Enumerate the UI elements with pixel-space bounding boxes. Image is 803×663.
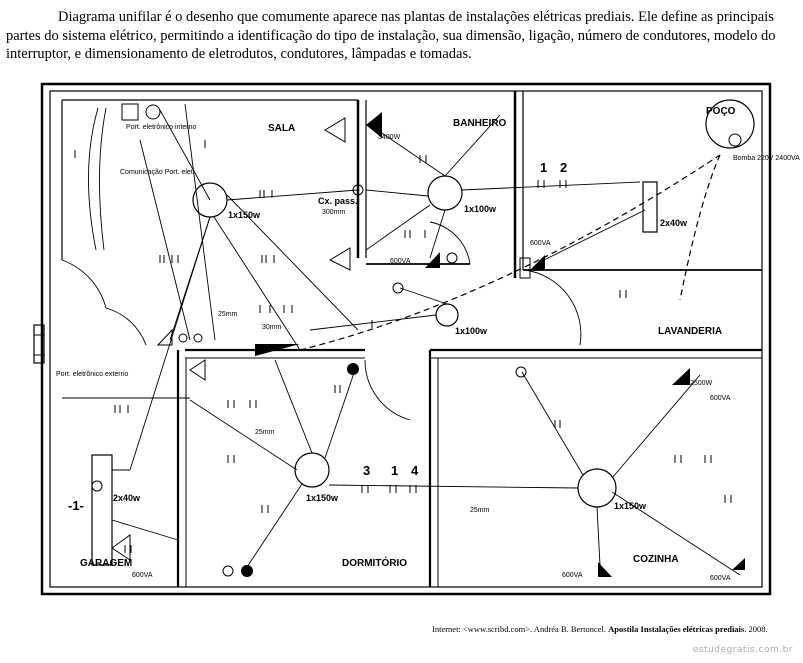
label-lamp-g: 2x40w [660, 218, 688, 228]
room-dormitorio: DORMITÓRIO [342, 556, 407, 569]
label-minus1-garagem: -1- [68, 498, 84, 513]
label-25mm-sala: 25mm [218, 311, 238, 318]
lamp-g [642, 181, 658, 233]
label-comunicacao: Comunicação Port. elet. [120, 169, 195, 176]
label-port-interno: Port. eletrônico interno [126, 124, 197, 131]
label-600va-cozinha: 600VA [562, 572, 583, 579]
label-lamp-b: 1x150w [228, 210, 261, 220]
room-poco: POÇO [706, 106, 736, 117]
intro-paragraph: Diagrama unifilar é o desenho que comume… [6, 9, 776, 62]
lamp-c [294, 452, 330, 488]
big-num-2: 2 [560, 160, 567, 175]
label-lamp-c: 1x150w [306, 493, 339, 503]
label-bomba: Bomba 220V 2400VA [733, 155, 800, 162]
label-lamp-f: 1x150w [614, 501, 647, 511]
big-num-4: 4 [411, 463, 419, 478]
lamp-d [427, 175, 463, 211]
label-lamp-d: 1x100w [464, 204, 497, 214]
label-30mm: 30mm [262, 324, 282, 331]
watermark: estudegratis.com.br [692, 645, 793, 655]
room-cozinha: COZINHA [633, 554, 679, 565]
credit-suffix: . 2008. [744, 624, 768, 634]
credit-prefix: Internet: <www.scribd.com>. Andréa B. Be… [432, 624, 607, 634]
big-num-1: 1 [540, 160, 547, 175]
label-3400w: 3400W [378, 134, 401, 141]
source-credit: Internet: <www.scribd.com>. Andréa B. Be… [432, 624, 768, 634]
label-lamp-a: 2x40w [113, 493, 141, 503]
label-2500w: 2500W [690, 380, 713, 387]
label-600va-cozinha-right: 600VA [710, 575, 731, 582]
label-cx-pass: Cx. pass. [318, 196, 358, 206]
room-sala: SALA [268, 123, 295, 134]
label-600va-poco: 600VA [530, 240, 551, 247]
label-25mm-dorm: 25mm [255, 429, 275, 436]
label-cx-pass-size: 300mm [322, 209, 346, 216]
big-num-3: 3 [363, 463, 370, 478]
label-port-externo: Port. eletrônico externo [56, 371, 128, 378]
label-600va-banheiro: 600VA [390, 258, 411, 265]
label-600va-lavanderia: 600VA [710, 395, 731, 402]
lamp-f [577, 468, 617, 508]
label-600va-garagem: 600VA [132, 572, 153, 579]
room-garagem: GARAGEM [80, 558, 132, 569]
room-banheiro: BANHEIRO [453, 118, 507, 129]
outer-wall [40, 82, 772, 596]
label-lamp-e: 1x100w [455, 326, 488, 336]
label-25mm-cozinha: 25mm [470, 507, 490, 514]
room-lavanderia: LAVANDERIA [658, 326, 722, 337]
big-num-1b: 1 [391, 463, 398, 478]
credit-title: Apostila Instalações elétricas prediais [608, 624, 745, 634]
lamp-e [435, 303, 459, 327]
